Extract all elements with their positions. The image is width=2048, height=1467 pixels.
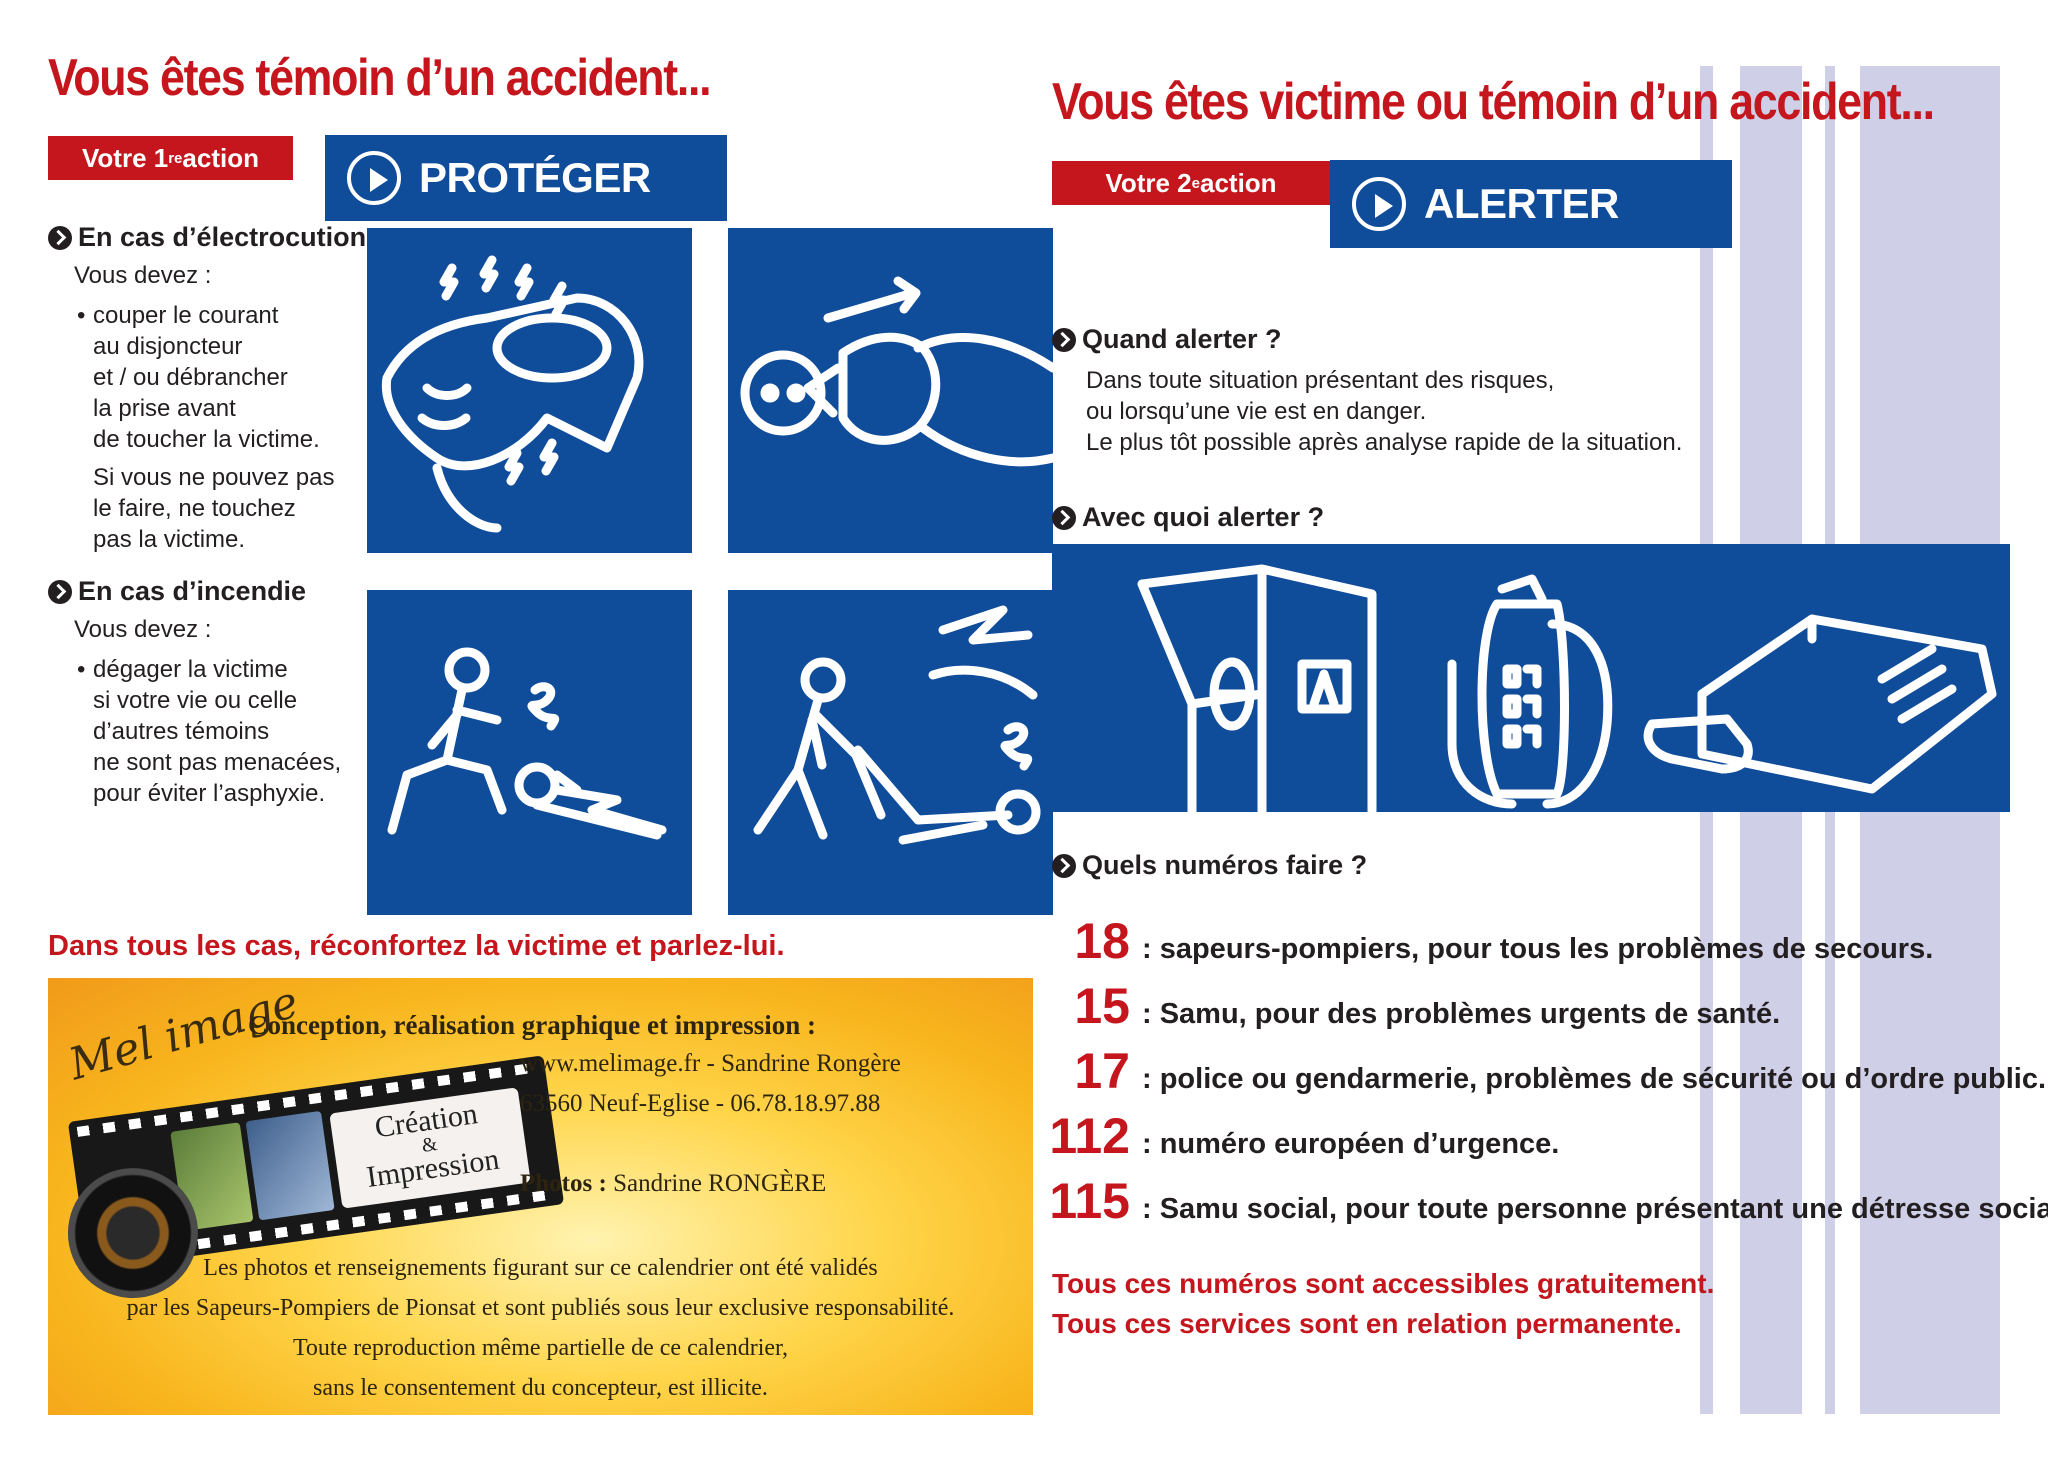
landline-phone-icon [1643, 614, 1997, 794]
promo-address: 63560 Neuf-Eglise - 06.78.18.97.88 [520, 1090, 881, 1117]
when-text: Dans toute situation présentant des risq… [1086, 367, 1683, 456]
promo-disclaimer: Les photos et renseignements figurant su… [126, 1255, 955, 1401]
section-incendie: En cas d’incendie [48, 576, 306, 607]
play-icon [347, 151, 401, 205]
fire-intro: Vous devez : [74, 616, 212, 643]
electro-intro: Vous devez : [74, 262, 212, 289]
fire-victim-icon [367, 590, 692, 915]
promo-photos: Photos : Sandrine RONGÈRE [520, 1170, 827, 1197]
left-title: Vous êtes témoin d’un accident... [48, 49, 712, 107]
section-when: Quand alerter ? [1052, 324, 1282, 355]
right-title: Vous êtes victime ou témoin d’un acciden… [1052, 73, 1935, 131]
devices-band [1052, 544, 2010, 812]
chevron-right-icon [1052, 853, 1076, 878]
mobile-phone-icon [1447, 574, 1613, 809]
promo-website: www.melimage.fr - Sandrine Rongère [520, 1050, 901, 1077]
action-proteger: PROTÉGER [325, 135, 727, 221]
camera-lens-icon [68, 1168, 198, 1298]
photo-frame [245, 1110, 335, 1221]
section-electrocution: En cas d’électrocution [48, 222, 366, 253]
number-row-18: 18: sapeurs-pompiers, pour tous les prob… [1074, 913, 1934, 969]
number-row-15: 15: Samu, pour des problèmes urgents de … [1074, 978, 1781, 1034]
play-icon [1352, 177, 1406, 231]
chevron-right-icon [1052, 327, 1076, 352]
number-row-115: 115: Samu social, pour toute personne pr… [1049, 1173, 2048, 1229]
promo-heading: Conception, réalisation graphique et imp… [248, 1010, 817, 1040]
number-row-17: 17: police ou gendarmerie, problèmes de … [1074, 1043, 2047, 1099]
numbers-footer: Tous ces numéros sont accessibles gratui… [1052, 1268, 1715, 1339]
number-row-112: 112: numéro européen d’urgence. [1049, 1108, 1560, 1164]
unplug-icon [728, 228, 1053, 553]
action-alerter: ALERTER [1330, 160, 1732, 248]
emergency-call-box-icon [1137, 564, 1377, 812]
section-numbers: Quels numéros faire ? [1052, 850, 1367, 881]
film-label: Création & Impression [329, 1087, 531, 1209]
electric-hand-icon [367, 228, 692, 553]
electro-extra: Si vous ne pouvez pas le faire, ne touch… [93, 464, 335, 553]
electro-bullet: couper le courant au disjoncteur et / ou… [77, 300, 320, 455]
comfort-message: Dans tous les cas, réconfortez la victim… [48, 930, 785, 962]
section-with-what: Avec quoi alerter ? [1052, 502, 1324, 533]
drag-victim-icon [728, 590, 1053, 915]
chevron-right-icon [48, 225, 72, 250]
chevron-right-icon [1052, 505, 1076, 530]
chevron-right-icon [48, 579, 72, 604]
credits-panel: Création & Impression Mel image Concepti… [48, 978, 1033, 1415]
fire-bullet: dégager la victime si votre vie ou celle… [77, 654, 341, 809]
